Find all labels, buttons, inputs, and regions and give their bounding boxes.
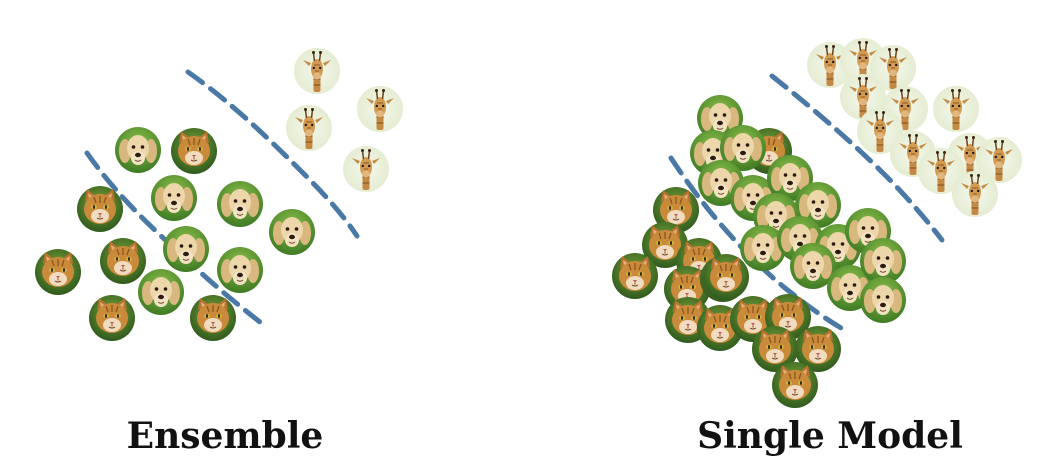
giraffe-icon (286, 105, 332, 151)
cat-icon (772, 362, 818, 408)
giraffe-icon (294, 48, 340, 94)
decision-boundary-line (185, 69, 360, 239)
dog-icon (115, 127, 161, 173)
single-model-panel (612, 38, 1022, 408)
dog-icon (217, 181, 263, 227)
giraffe-icon (952, 171, 998, 217)
dog-icon (163, 226, 209, 272)
cat-icon (171, 128, 217, 174)
decision-boundary-line (769, 73, 945, 243)
cat-icon (190, 295, 236, 341)
giraffe-icon (933, 86, 979, 132)
cat-icon (89, 295, 135, 341)
ensemble-caption: Ensemble (126, 415, 324, 457)
dog-icon (269, 209, 315, 255)
cat-icon (612, 253, 658, 299)
decision-boundary-line (668, 155, 851, 335)
cat-icon (100, 238, 146, 284)
dog-icon (860, 277, 906, 323)
cat-icon (703, 254, 749, 300)
dog-icon (217, 247, 263, 293)
dog-icon (151, 175, 197, 221)
single-model-caption: Single Model (697, 415, 963, 457)
cat-icon (35, 249, 81, 295)
giraffe-icon (357, 86, 403, 132)
ensemble-panel (35, 48, 403, 341)
cat-icon (77, 186, 123, 232)
giraffe-icon (343, 146, 389, 192)
dog-icon (138, 269, 184, 315)
